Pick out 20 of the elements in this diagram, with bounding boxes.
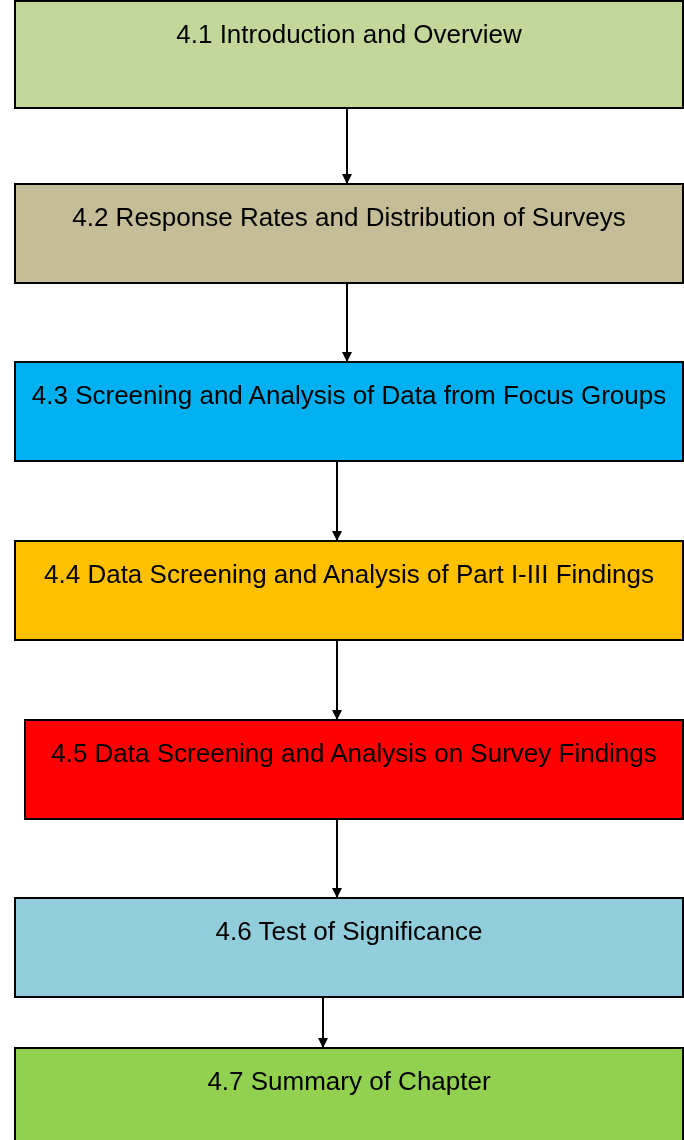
box-label: 4.4 Data Screening and Analysis of Part I-III Findings [43,558,655,591]
box-label: 4.3 Screening and Analysis of Data from Focus Groups [30,379,668,412]
box-label: 4.7 Summary of Chapter [206,1065,492,1098]
box-label: 4.6 Test of Significance [214,915,484,948]
process-box [14,897,684,998]
arrow [332,461,342,541]
process-box [14,183,684,284]
process-box [14,0,684,109]
process-box [24,719,684,820]
process-box [14,540,684,641]
arrow [332,640,342,720]
box-label: 4.2 Response Rates and Distribution of Surveys [71,201,627,234]
arrow [318,997,328,1048]
box-label: 4.5 Data Screening and Analysis on Survey Findings [50,737,658,770]
arrow [342,108,352,184]
arrow [342,283,352,362]
process-box [14,1047,684,1140]
process-box [14,361,684,462]
arrow [332,819,342,898]
box-label: 4.1 Introduction and Overview [175,18,523,51]
